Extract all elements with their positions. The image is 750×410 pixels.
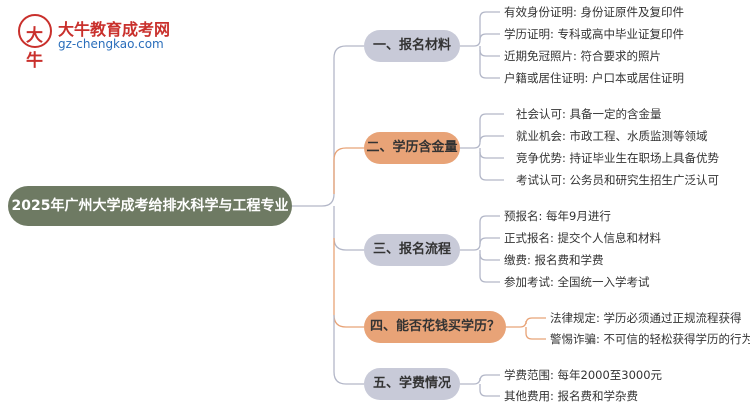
leaf-other-fees: 其他费用: 报名费和学杂费 xyxy=(504,389,639,403)
branch-tuition: 五、学费情况 xyxy=(364,368,460,400)
branch-buy-degree-question: 四、能否花钱买学历？ xyxy=(364,311,506,343)
branch-registration-materials: 一、报名材料 xyxy=(364,30,460,62)
branch-degree-value: 二、学历含金量 xyxy=(364,132,460,164)
leaf-payment: 缴费: 报名费和学费 xyxy=(504,253,604,267)
logo-title: 大牛教育成考网 xyxy=(58,20,171,39)
leaf-competitive-advantage: 竞争优势: 持证毕业生在职场上具备优势 xyxy=(516,151,720,165)
leaf-exam-recognition: 考试认可: 公务员和研究生招生广泛认可 xyxy=(516,173,720,187)
leaf-social-recognition: 社会认可: 具备一定的含金量 xyxy=(516,107,662,121)
logo-mark-icon: 大牛 xyxy=(18,14,52,71)
leaf-photo: 近期免冠照片: 符合要求的照片 xyxy=(504,49,662,63)
leaf-formal-registration: 正式报名: 提交个人信息和材料 xyxy=(504,231,662,245)
leaf-legal-rule: 法律规定: 学历必须通过正规流程获得 xyxy=(550,311,742,325)
leaf-education-proof: 学历证明: 专科或高中毕业证复印件 xyxy=(504,27,685,41)
leaf-take-exam: 参加考试: 全国统一入学考试 xyxy=(504,275,650,289)
mindmap-root: 2025年广州大学成考给排水科学与工程专业 xyxy=(8,186,292,226)
leaf-tuition-range: 学费范围: 每年2000至3000元 xyxy=(504,368,663,382)
leaf-residence-proof: 户籍或居住证明: 户口本或居住证明 xyxy=(504,71,685,85)
leaf-id-proof: 有效身份证明: 身份证原件及复印件 xyxy=(504,5,685,19)
site-logo[interactable]: 大牛 大牛教育成考网 gz-chengkao.com xyxy=(18,14,218,71)
logo-mark-text: 大牛 xyxy=(26,26,43,71)
branch-registration-process: 三、报名流程 xyxy=(364,234,460,266)
leaf-pre-registration: 预报名: 每年9月进行 xyxy=(504,209,611,223)
logo-url: gz-chengkao.com xyxy=(58,37,164,51)
leaf-fraud-warning: 警惕诈骗: 不可信的轻松获得学历的行为 xyxy=(550,332,750,346)
leaf-job-opportunity: 就业机会: 市政工程、水质监测等领域 xyxy=(516,129,708,143)
